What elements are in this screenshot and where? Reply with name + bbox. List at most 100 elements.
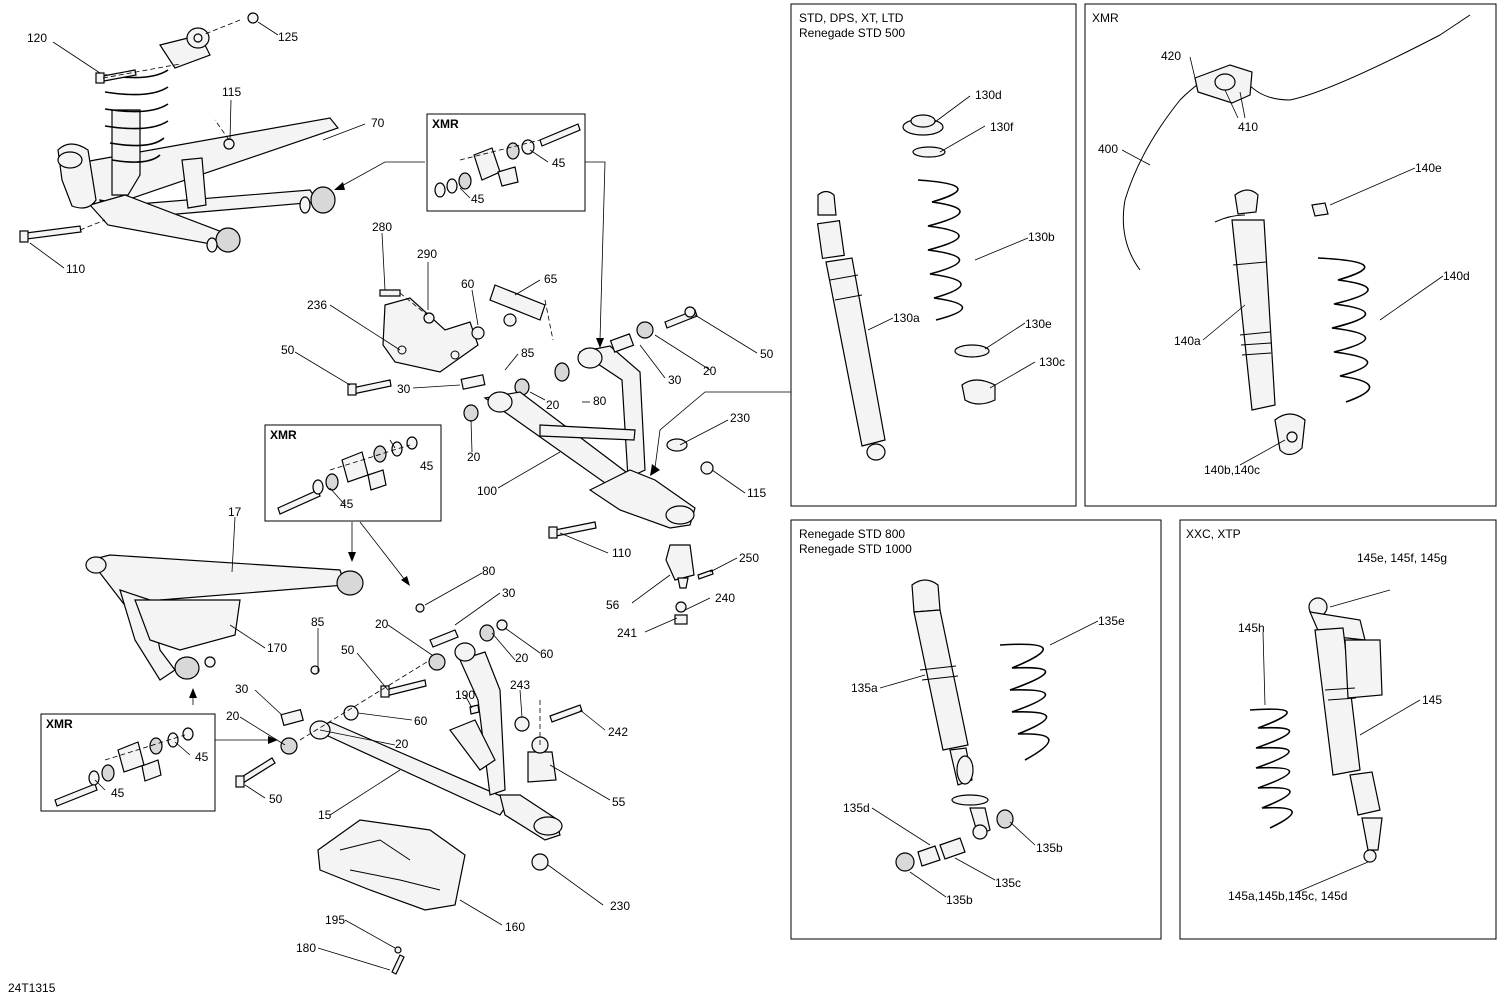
callout-280: 280	[372, 220, 392, 234]
callout-50: 50	[760, 347, 774, 361]
callout-30: 30	[235, 682, 249, 696]
callout-140d: 140d	[1443, 269, 1470, 283]
callout-80: 80	[482, 564, 496, 578]
renegade-box-title-2: Renegade STD 1000	[799, 542, 912, 556]
callout-60: 60	[461, 277, 475, 291]
callout-50: 50	[341, 643, 355, 657]
callout-120: 120	[27, 31, 47, 45]
figure-code: 24T1315	[8, 981, 56, 995]
upper-arm-100-assembly	[347, 284, 714, 625]
std-box-title-2: Renegade STD 500	[799, 26, 905, 40]
callout-50: 50	[269, 792, 283, 806]
callout-195: 195	[325, 913, 345, 927]
std-shock-parts	[816, 114, 996, 461]
callout-125: 125	[278, 30, 298, 44]
callout-135b: 135b	[946, 893, 973, 907]
renegade-shock-parts	[895, 579, 1050, 872]
callout-45: 45	[111, 786, 125, 800]
callout-135b: 135b	[1036, 841, 1063, 855]
callout-145h: 145h	[1238, 621, 1265, 635]
callout-100: 100	[477, 484, 497, 498]
callout-135c: 135c	[995, 876, 1021, 890]
callout-241: 241	[617, 626, 637, 640]
callout-135a: 135a	[851, 681, 878, 695]
callout-20: 20	[375, 617, 389, 631]
callout-85: 85	[521, 346, 535, 360]
xmr-detail-3-title: XMR	[46, 717, 73, 731]
callout-60: 60	[540, 647, 554, 661]
xmr-detail-3-parts	[54, 727, 194, 807]
assembly-arrows	[189, 161, 791, 744]
callout-115: 115	[747, 486, 766, 500]
inset-box-xxc	[1179, 519, 1497, 940]
callout-50: 50	[281, 343, 295, 357]
xmr-box-title: XMR	[1092, 11, 1119, 25]
callout-45: 45	[340, 497, 354, 511]
callout-236: 236	[307, 298, 327, 312]
callout-243: 243	[510, 678, 530, 692]
callout-130f: 130f	[990, 120, 1014, 134]
callout-140a: 140a	[1174, 334, 1201, 348]
callout-115: 115	[222, 85, 241, 99]
callout-30: 30	[397, 382, 411, 396]
callout-230: 230	[610, 899, 630, 913]
callout-130c: 130c	[1039, 355, 1065, 369]
callout-170: 170	[267, 641, 287, 655]
callout-56: 56	[606, 598, 620, 612]
xmr-shock-parts	[1122, 14, 1471, 456]
callout-20: 20	[467, 450, 481, 464]
callout-140e: 140e	[1415, 161, 1442, 175]
callout-55: 55	[612, 795, 626, 809]
callout-17: 17	[228, 505, 242, 519]
callout-130d: 130d	[975, 88, 1002, 102]
callout-110: 110	[612, 546, 631, 560]
callout-30: 30	[502, 586, 516, 600]
callout-135d: 135d	[843, 801, 870, 815]
xmr-detail-1-parts	[434, 123, 581, 198]
xmr-detail-box-2	[264, 424, 442, 522]
callout-110: 110	[66, 262, 85, 276]
callout-190: 190	[455, 688, 475, 702]
xxc-shock-parts	[1249, 597, 1383, 863]
callout-70: 70	[371, 116, 385, 130]
callout-135e: 135e	[1098, 614, 1125, 628]
xmr-detail-2-parts	[277, 436, 418, 515]
callout-20: 20	[515, 651, 529, 665]
xmr-detail-box-1	[426, 113, 586, 212]
callout-160: 160	[505, 920, 525, 934]
lower-arm-15-assembly	[235, 603, 583, 975]
callout-420: 420	[1161, 49, 1181, 63]
callout-45: 45	[471, 192, 485, 206]
callout-290: 290	[417, 247, 437, 261]
callout-45: 45	[420, 459, 434, 473]
callout-130e: 130e	[1025, 317, 1052, 331]
xxc-box-title: XXC, XTP	[1186, 527, 1241, 541]
leader-lines	[29, 21, 1444, 971]
callout-65: 65	[544, 272, 558, 286]
callout-180: 180	[296, 941, 316, 955]
lower-left-arm-assembly	[85, 554, 364, 681]
callout-20: 20	[703, 364, 717, 378]
inset-box-std	[790, 3, 1077, 507]
callout-45: 45	[195, 750, 209, 764]
callout-45: 45	[552, 156, 566, 170]
inset-box-renegade	[790, 519, 1162, 940]
callout-250: 250	[739, 551, 759, 565]
callout-20: 20	[546, 398, 560, 412]
renegade-box-title-1: Renegade STD 800	[799, 527, 905, 541]
callout-145e-145f-145g: 145e, 145f, 145g	[1357, 551, 1447, 565]
callout-15: 15	[318, 808, 332, 822]
callout-80: 80	[593, 394, 607, 408]
xmr-detail-box-3	[40, 713, 216, 812]
xmr-detail-1-title: XMR	[432, 117, 459, 131]
callout-20: 20	[226, 709, 240, 723]
upper-arm-assembly	[19, 12, 340, 253]
callout-60: 60	[414, 714, 428, 728]
callout-145: 145	[1422, 693, 1442, 707]
callout-230: 230	[730, 411, 750, 425]
callout-30: 30	[668, 373, 682, 387]
callout-242: 242	[608, 725, 628, 739]
callout-140b-140c: 140b,140c	[1204, 463, 1260, 477]
xmr-detail-2-title: XMR	[270, 428, 297, 442]
